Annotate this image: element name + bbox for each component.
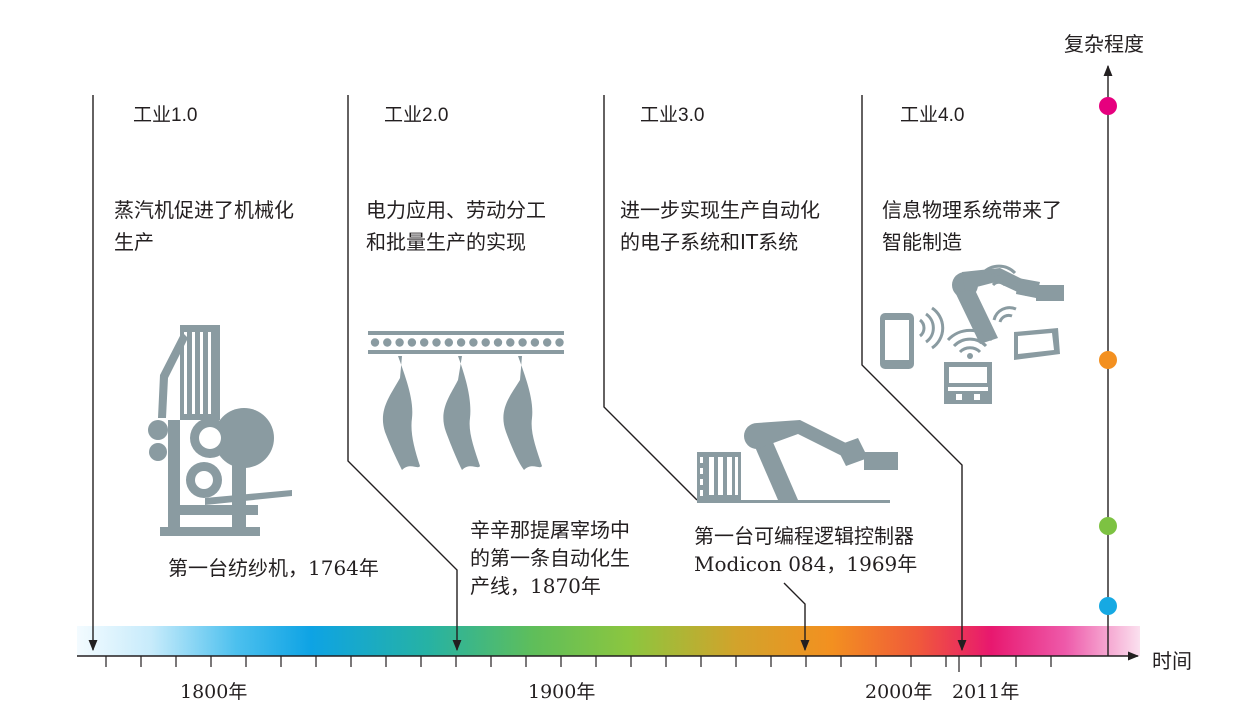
conveyor-roller [407,338,417,347]
event-line: 的第一条自动化生 [470,546,630,570]
spinning-jenny-illustration [148,325,292,536]
conveyor-roller [506,338,515,347]
event-line: 产线，1870年 [470,574,601,598]
conveyor-roller [395,338,404,347]
era-1-description: 蒸汽机促进了机械化 生产 [114,194,294,258]
conveyor-roller [493,338,503,347]
event-spinning-jenny: 第一台纺纱机，1764年 [168,554,379,582]
conveyor-roller [420,338,429,347]
tick-label-2000: 2000年 [865,681,933,703]
era-2-title: 工业2.0 [384,105,449,126]
complexity-level-dot [1099,97,1117,115]
complexity-level-dot [1099,517,1117,535]
conveyor-roller [518,338,527,347]
conveyor-roller [444,338,453,347]
era-3-boundary-line [603,95,698,501]
era-4-description: 信息物理系统带来了 智能制造 [882,194,1062,258]
event-cincinnati-line: 辛辛那提屠宰场中 的第一条自动化生 产线，1870年 [470,516,630,600]
conveyor-roller [481,338,490,347]
conveyor-roller [432,338,441,347]
conveyor-roller [469,338,478,347]
era-4-boundary-arrow [861,95,967,652]
event-first-plc: 第一台可编程逻辑控制器 Modicon 084，1969年 [694,522,917,578]
era-2-description-line: 和批量生产的实现 [366,230,526,254]
era-1-description-line: 蒸汽机促进了机械化 [114,198,294,222]
tick-label-1900: 1900年 [528,681,596,703]
tick-label-2011: 2011年 [952,681,1020,703]
conveyor-roller [543,338,552,347]
era-3-title: 工业3.0 [640,105,705,126]
era-4-title: 工业4.0 [900,105,965,126]
era-2-description-line: 电力应用、劳动分工 [366,198,546,222]
conveyor-roller [530,338,540,347]
event-line: 第一台纺纱机，1764年 [168,556,379,580]
conveyor-line-illustration [368,331,564,470]
era-2-description: 电力应用、劳动分工 和批量生产的实现 [366,194,546,258]
era-spectrum-band [77,626,1140,656]
smart-devices-illustration [880,264,1064,404]
complexity-axis-label: 复杂程度 [1064,32,1144,56]
era-3-event-arrow [783,582,810,652]
event-line: 第一台可编程逻辑控制器 [694,524,914,548]
event-line: 辛辛那提屠宰场中 [470,518,630,542]
time-axis-label: 时间 [1152,649,1192,673]
era-4-description-line: 智能制造 [882,230,962,254]
era-1-title: 工业1.0 [133,105,198,126]
complexity-level-dot [1099,351,1117,369]
plc-robot-illustration [697,420,898,503]
conveyor-roller [383,338,392,347]
era-3-description-line: 的电子系统和IT系统 [620,230,799,254]
era-3-description-line: 进一步实现生产自动化 [620,198,820,222]
conveyor-roller [370,338,380,347]
tick-label-1800: 1800年 [180,681,248,703]
complexity-level-dot [1099,597,1117,615]
era-2-boundary-arrow [347,95,462,652]
era-4-description-line: 信息物理系统带来了 [882,198,1062,222]
conveyor-roller [555,338,564,347]
event-line: Modicon 084，1969年 [694,552,918,576]
era-1-description-line: 生产 [114,230,154,254]
conveyor-roller [456,338,466,347]
era-3-description: 进一步实现生产自动化 的电子系统和IT系统 [620,194,820,258]
